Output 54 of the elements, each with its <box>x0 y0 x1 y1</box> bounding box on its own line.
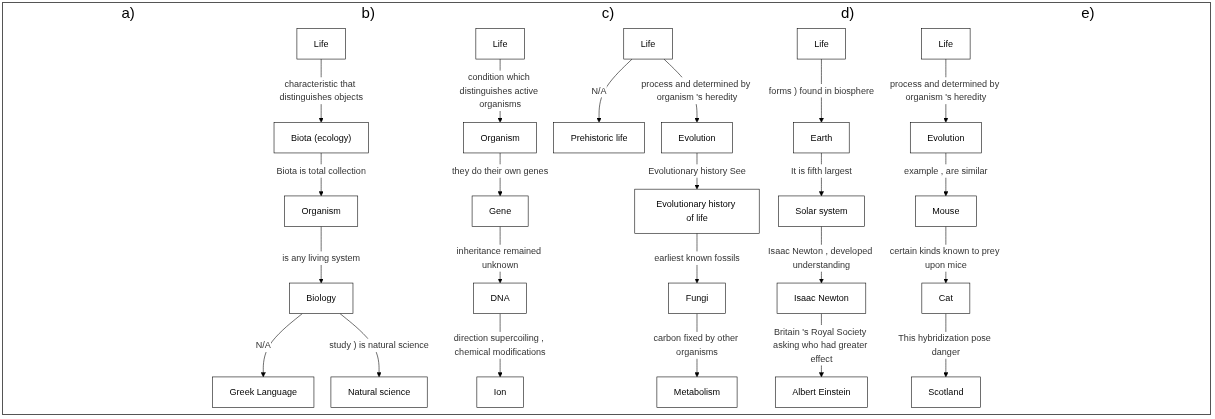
panel-label: d) <box>841 4 855 21</box>
edge-label: example , are similar <box>904 165 988 176</box>
edge-label: Britain 's Royal Society asking who had greater effect <box>773 326 868 364</box>
node-box: Organism <box>284 195 359 227</box>
panel-label: e) <box>1081 4 1095 21</box>
node-box: DNA <box>473 282 527 314</box>
node-box: Natural science <box>330 376 428 408</box>
edge-label: they do their own genes <box>452 165 549 176</box>
edge-label: It is fifth largest <box>790 165 852 176</box>
panel-label: a) <box>121 4 135 21</box>
node-box: Gene <box>471 195 529 227</box>
node-box: Life <box>921 28 971 60</box>
node-box: Life <box>796 28 846 60</box>
node-box: Albert Einstein <box>775 376 868 408</box>
node-box: Life <box>475 28 525 60</box>
edge-label: inheritance remained unknown <box>456 246 542 270</box>
node-box: Biota (ecology) <box>273 122 369 154</box>
node-box: Mouse <box>915 195 977 227</box>
edge-label: direction supercoiling , chemical modifications <box>453 333 546 357</box>
node-box: Cat <box>921 282 971 314</box>
node-box: Life <box>296 28 346 60</box>
panel-label: b) <box>361 4 375 21</box>
edge-label: Evolutionary history See <box>648 165 746 176</box>
edge-label: carbon fixed by other organisms <box>653 333 738 357</box>
edge-label: N/A <box>591 85 607 96</box>
node-box: Organism <box>463 122 537 154</box>
edge-label: condition which distinguishes active organisms <box>459 72 539 109</box>
node-box: Biology <box>289 282 354 314</box>
edge-label: characteristic that distinguishes objects <box>279 78 363 103</box>
node-box: Metabolism <box>656 376 738 408</box>
node-box: Ion <box>476 376 524 408</box>
node-box: Prehistoric life <box>553 122 645 154</box>
edge-label: This hybridization pose danger <box>898 333 991 357</box>
node-box: Greek Language <box>212 376 315 408</box>
node-box: Evolution <box>910 122 982 154</box>
edge-label: Biota is total collection <box>276 165 366 176</box>
node-box: Scotland <box>911 376 981 408</box>
edge-label: process and determined by organism 's heredity <box>890 78 1000 103</box>
edge-label: certain kinds known to prey upon mice <box>889 246 1000 270</box>
node-box: Evolutionary history of life <box>634 188 760 234</box>
edge-label: study ) is natural science <box>329 340 429 350</box>
node-box: Solar system <box>778 195 865 227</box>
edge-label: Isaac Newton , developed understanding <box>768 246 873 270</box>
node-box: Isaac Newton <box>776 282 867 314</box>
node-box: Evolution <box>661 122 733 154</box>
node-box: Earth <box>793 122 850 154</box>
edge-label: earliest known fossils <box>654 253 740 263</box>
node-box: Life <box>623 28 673 60</box>
panel-label: c) <box>601 4 615 21</box>
edge-label: process and determined by organism 's heredity <box>641 78 751 103</box>
edge-label: forms ) found in biosphere <box>768 85 874 96</box>
edge-label: N/A <box>255 340 271 350</box>
edge-label: is any living system <box>282 253 361 263</box>
node-box: Fungi <box>668 282 726 314</box>
